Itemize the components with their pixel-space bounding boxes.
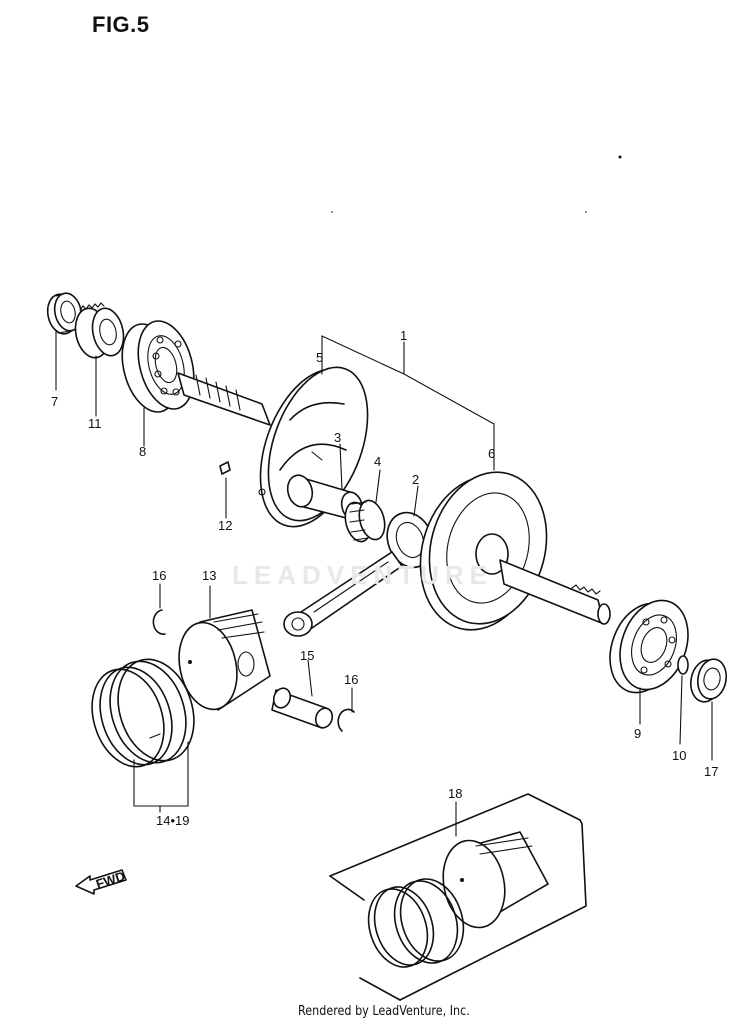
callout-9: 9 <box>634 726 641 741</box>
needle-bearing <box>344 499 386 543</box>
callout-2: 2 <box>412 472 419 487</box>
fwd-arrow-label: FWD <box>94 868 127 891</box>
callout-15: 15 <box>300 648 314 663</box>
callout-11: 11 <box>88 416 102 431</box>
callout-10: 10 <box>672 748 686 763</box>
callout-13: 13 <box>202 568 216 583</box>
circlip-upper <box>152 609 166 635</box>
piston-set-box <box>329 793 587 1001</box>
callout-5: 5 <box>316 350 323 365</box>
figure-title: FIG.5 <box>92 12 150 37</box>
leader-lines <box>55 329 713 837</box>
footer-credit: Rendered by LeadVenture, Inc. <box>298 1004 470 1019</box>
callout-7: 7 <box>51 394 58 409</box>
bearing-right <box>609 599 689 694</box>
callout-4: 4 <box>374 454 381 469</box>
callout-16-upper: 16 <box>152 568 166 583</box>
crankshaft-left-shaft <box>177 372 271 426</box>
bearing-left <box>121 320 195 413</box>
fwd-arrow <box>75 869 127 895</box>
crank-web-right <box>419 471 548 631</box>
callout-14-19: 14•19 <box>156 813 189 828</box>
woodruff-key <box>219 461 231 475</box>
callout-6: 6 <box>488 446 495 461</box>
callout-1: 1 <box>400 328 407 343</box>
speck <box>331 211 333 213</box>
crank-gear-spacer <box>74 302 125 359</box>
circlip-lower <box>337 708 355 732</box>
piston <box>178 609 271 711</box>
piston-pin <box>271 687 334 729</box>
piston-rings <box>91 658 195 768</box>
callout-17: 17 <box>704 764 718 779</box>
oil-seal-right <box>689 658 728 703</box>
crankshaft-right-shaft <box>499 559 611 625</box>
callout-18: 18 <box>448 786 462 801</box>
callout-8: 8 <box>139 444 146 459</box>
callout-16-lower: 16 <box>344 672 358 687</box>
speck <box>585 211 587 213</box>
speck <box>618 155 622 159</box>
watermark: LEADVENTURE <box>232 560 494 590</box>
callout-12: 12 <box>218 518 232 533</box>
callout-3: 3 <box>334 430 341 445</box>
o-ring <box>677 655 689 675</box>
callout-labels: 1 2 3 4 5 6 7 8 9 10 11 12 13 14•19 15 1… <box>51 328 718 828</box>
